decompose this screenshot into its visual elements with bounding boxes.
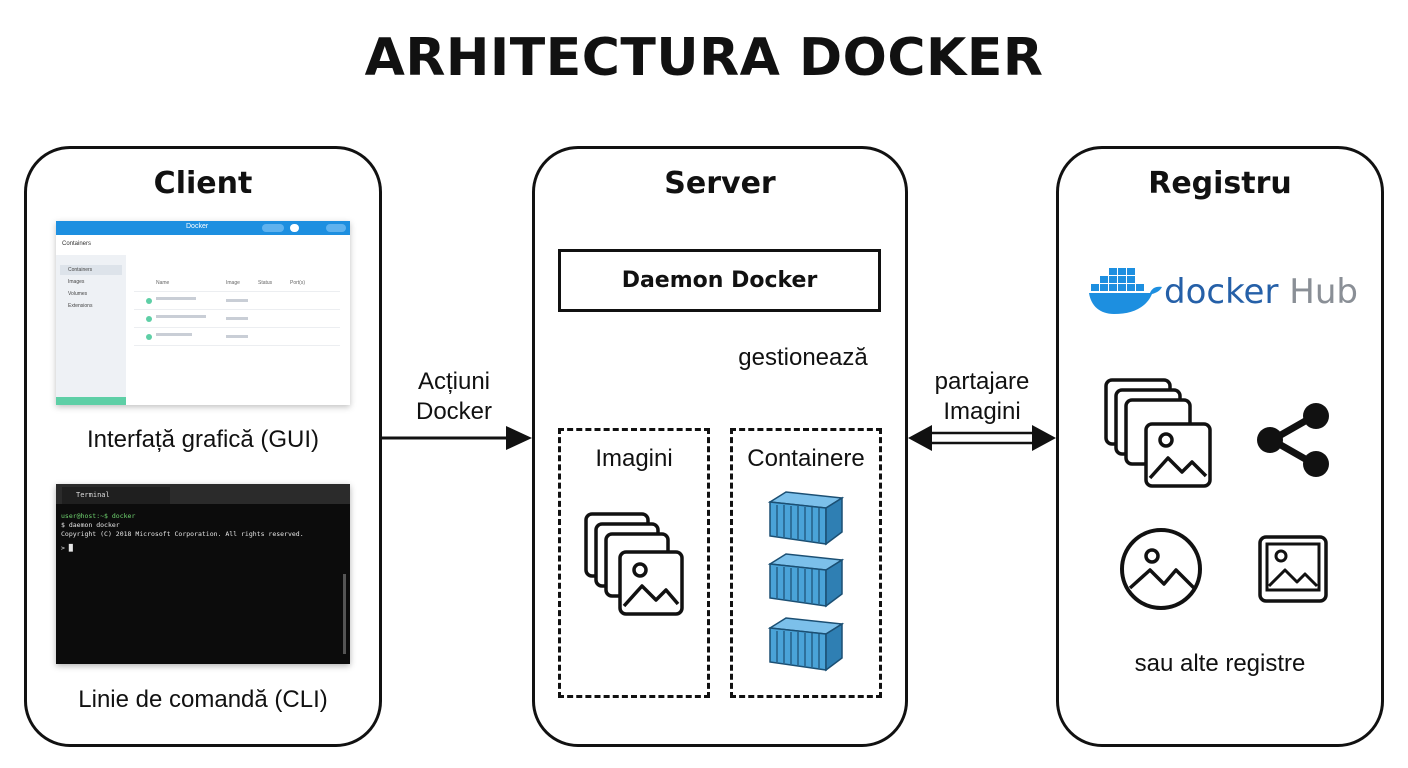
share-label-line2: Imagini [943,398,1021,425]
gui-settings-button [290,224,299,232]
gui-sidebar-item: Images [68,279,85,285]
container-icon [767,617,845,672]
other-registries-label: sau alte registre [1134,650,1306,677]
server-title: Server [664,166,776,201]
container-icon [767,553,845,608]
image-icon [1258,535,1328,603]
share-label-line1: partajare [934,368,1030,395]
gui-table-row [134,311,340,328]
arrow-head-right-registry [1032,425,1056,451]
images-label: Imagini [595,445,673,472]
gui-col: Image [226,280,240,286]
gui-screenshot: Docker Containers Containers Images Volu… [56,221,350,405]
docker-hub-word: docker [1164,272,1279,312]
circle-image-icon [1120,528,1202,610]
gui-col: Port(s) [290,280,305,286]
gui-account-button [326,224,346,232]
share-icon [1257,403,1329,477]
gui-label: Interfață grafică (GUI) [86,426,320,453]
terminal-line: Copyright (C) 2018 Microsoft Corporation… [61,530,304,538]
gui-sidebar-item: Volumes [68,291,88,297]
actions-label-line2: Docker [415,398,493,425]
daemon-box: Daemon Docker [558,249,881,312]
cli-label: Linie de comandă (CLI) [78,686,328,713]
terminal-line: user@host:~$ docker [61,512,136,520]
container-icon [767,491,845,546]
images-box [558,428,710,698]
terminal-tab: Terminal [62,487,170,504]
gui-brand: Docker [186,223,209,230]
terminal-screenshot: Terminal user@host:~$ docker $ daemon do… [56,484,350,664]
gui-col: Status [258,280,273,286]
containers-box [730,428,882,698]
gui-sidebar: Containers Images Volumes Extensions [56,255,127,397]
gui-main: Name Image Status Port(s) [126,255,350,405]
gui-search-button [262,224,284,232]
docker-hub-logo: docker Hub [1164,272,1358,312]
terminal-line: > █ [61,544,73,552]
gui-header: Containers [56,235,350,256]
docker-hub-word-hub: Hub [1289,272,1358,312]
gui-sidebar-item: Containers [60,265,122,275]
image-stack-icon [1104,378,1212,488]
terminal-scrollbar [343,574,346,654]
client-title: Client [153,166,253,201]
gui-sidebar-item: Extensions [68,303,93,309]
image-stack-icon [584,512,684,616]
server-panel [532,146,908,747]
containers-label: Containere [747,445,865,472]
registry-panel [1056,146,1384,747]
actions-label-line1: Acțiuni [417,368,491,395]
gui-table-row [134,293,340,310]
terminal-line: $ daemon docker [61,521,120,529]
arrow-head-left [908,425,932,451]
gui-table-header: Name Image Status Port(s) [134,275,340,292]
gui-status-bar [56,397,126,405]
diagram-title: ARHITECTURA DOCKER [364,28,1044,88]
gui-header-title: Containers [62,241,92,247]
gui-table-row [134,329,340,346]
gui-col: Name [156,280,170,286]
docker-whale-icon [1089,268,1162,314]
manages-label: gestionează [738,344,868,371]
arrow-head-right [506,426,532,450]
registry-title: Registru [1148,166,1292,201]
